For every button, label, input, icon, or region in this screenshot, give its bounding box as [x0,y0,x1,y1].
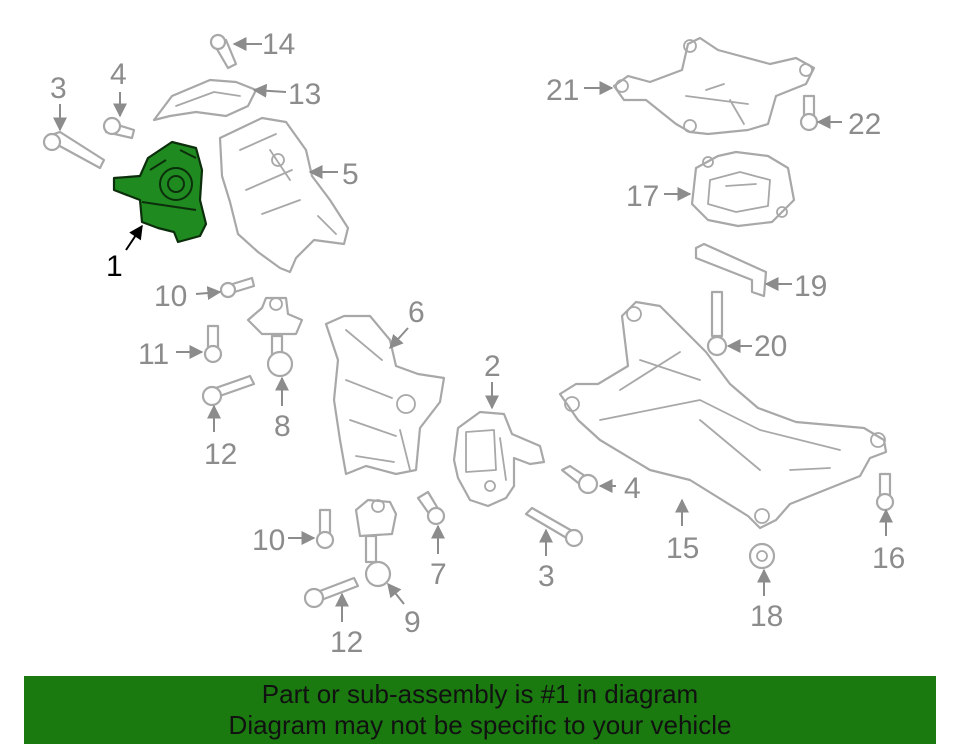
part-9-link[interactable] [354,498,398,588]
callout-12-lower: 12 [330,626,363,659]
callout-7: 7 [430,558,447,591]
part-2-mount[interactable] [452,410,546,508]
callout-19: 19 [794,270,827,303]
callout-10-lower: 10 [252,524,285,557]
part-6-bracket[interactable] [324,314,446,476]
callout-4-upper: 4 [110,58,127,91]
callout-13: 13 [288,78,321,111]
bolt-22[interactable] [799,94,819,132]
bolt-20[interactable] [706,290,728,357]
callout-14: 14 [262,28,295,61]
callout-5: 5 [342,158,359,191]
callout-15: 15 [666,532,699,565]
bolt-3-lower[interactable] [524,506,584,548]
bolt-16[interactable] [875,472,895,512]
parts-diagram: 1 2 3 3 4 4 5 6 7 8 9 10 10 11 12 12 13 … [42,28,905,659]
part-1-engine-mount[interactable] [112,140,208,244]
part-17-mount[interactable] [690,150,796,228]
part-8-link[interactable] [246,296,304,378]
notice-banner: Part or sub-assembly is #1 in diagram Di… [24,676,936,744]
nut-18[interactable] [748,542,776,570]
callout-22: 22 [848,108,881,141]
callout-2: 2 [484,350,501,383]
bolt-10-upper[interactable] [219,276,256,299]
callout-20: 20 [754,330,787,363]
callout-3-lower: 3 [538,560,555,593]
callout-21: 21 [546,74,579,107]
part-15-subframe[interactable] [558,300,888,530]
callout-18: 18 [750,600,783,633]
callout-11: 11 [138,338,169,371]
callout-8: 8 [274,410,291,443]
callout-17: 17 [626,180,659,213]
bolt-4-lower[interactable] [560,464,599,495]
bolt-10-lower[interactable] [315,508,335,550]
part-19-strap[interactable] [694,242,768,298]
bolt-4-upper[interactable] [102,116,136,140]
callout-6: 6 [408,296,425,329]
bolt-3-upper[interactable] [42,130,106,170]
callout-4-lower: 4 [624,472,641,505]
bolt-7[interactable] [416,490,446,526]
part-5-bracket[interactable] [218,116,350,274]
part-13-heat-shield[interactable] [152,78,258,122]
callout-16: 16 [872,542,905,575]
bolt-12-upper[interactable] [201,374,256,407]
bolt-12-lower[interactable] [303,576,360,609]
leader-lines [53,37,893,622]
banner-line-1: Part or sub-assembly is #1 in diagram [261,679,699,709]
bolt-14[interactable] [209,33,238,70]
callout-10-upper: 10 [154,280,187,313]
callout-3-upper: 3 [50,72,67,105]
part-21-mount-frame[interactable] [612,36,816,136]
callout-9: 9 [404,606,421,639]
bolt-11[interactable] [203,324,223,364]
callout-12-upper: 12 [204,438,237,471]
banner-line-2: Diagram may not be specific to your vehi… [228,710,732,740]
callout-1: 1 [106,250,123,283]
callout-labels: 1 2 3 3 4 4 5 6 7 8 9 10 10 11 12 12 13 … [50,28,905,659]
